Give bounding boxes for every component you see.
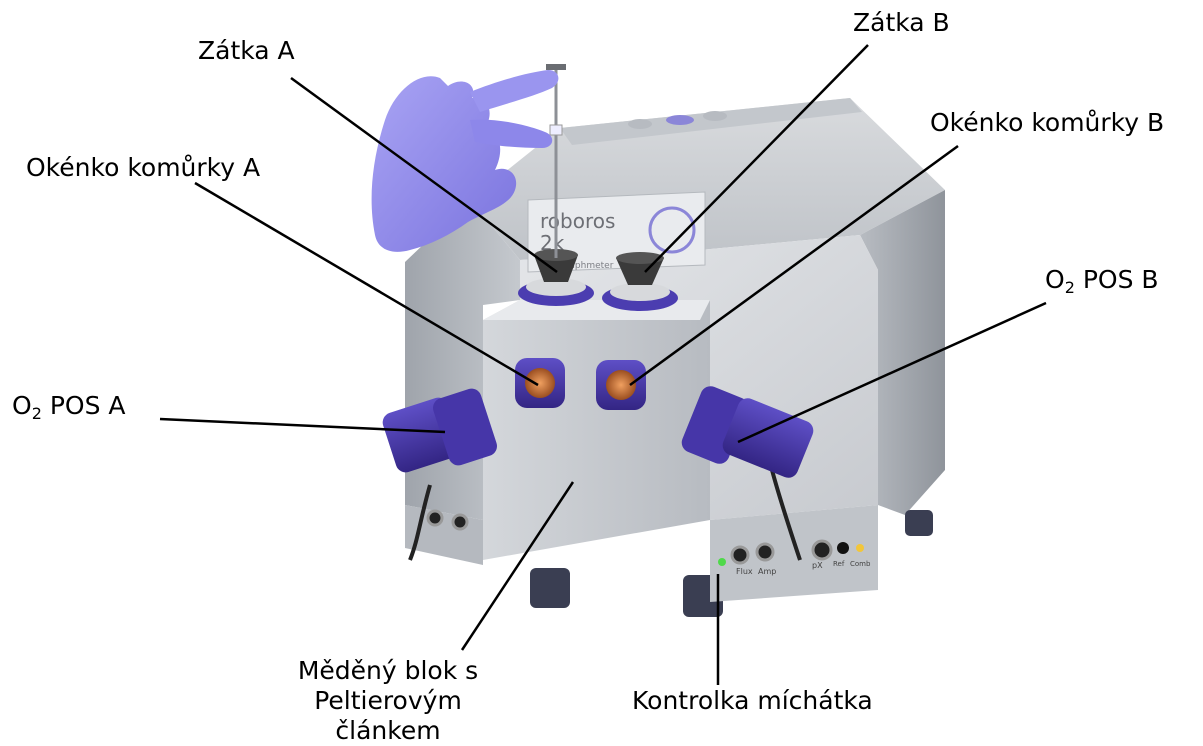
glove-finger <box>470 70 558 112</box>
diagram: roboros 2k graphmeter Flux Amp pX <box>0 0 1203 722</box>
foot <box>905 510 933 536</box>
connector-icon <box>757 544 773 560</box>
label-kontrolka: Kontrolka míchátka <box>632 686 873 716</box>
brand-text: roboros <box>540 209 615 233</box>
window-a-glass-icon <box>525 368 555 398</box>
block-front <box>483 300 710 560</box>
top-button-icon <box>666 115 694 125</box>
stirrer-led-icon <box>718 558 726 566</box>
label-zatka-b: Zátka B <box>853 8 950 38</box>
chamber-window-b <box>596 360 646 410</box>
label-medeny-blok-line2: Peltierovým článkem <box>258 686 518 746</box>
label-medeny-blok-line1: Měděný blok s <box>258 656 518 686</box>
foot <box>530 568 570 608</box>
panel-label-comb: Comb <box>850 560 871 568</box>
chamber-window-a <box>515 358 565 408</box>
label-o2-pos-a: O2 POS A <box>12 391 126 421</box>
connector-icon <box>453 515 467 529</box>
block-top <box>483 300 710 320</box>
label-medeny-blok: Měděný blok s Peltierovým článkem <box>258 656 518 746</box>
connector-icon <box>732 547 748 563</box>
status-led-icon <box>856 544 864 552</box>
label-o2-pos-b: O2 POS B <box>1045 265 1159 295</box>
panel-label-flux: Flux <box>736 567 753 576</box>
connector-icon <box>428 511 442 525</box>
panel-label-ref: Ref <box>833 560 845 568</box>
copper-block <box>483 300 710 560</box>
label-okenko-b: Okénko komůrky B <box>930 108 1164 138</box>
top-button-icon <box>703 111 727 121</box>
top-button-icon <box>628 119 652 129</box>
panel-label-px: pX <box>812 561 823 570</box>
panel-label-amp: Amp <box>758 567 776 576</box>
label-zatka-a: Zátka A <box>198 36 295 66</box>
label-okenko-a: Okénko komůrky A <box>26 153 260 183</box>
connector-icon <box>837 542 849 554</box>
connector-icon <box>813 541 831 559</box>
